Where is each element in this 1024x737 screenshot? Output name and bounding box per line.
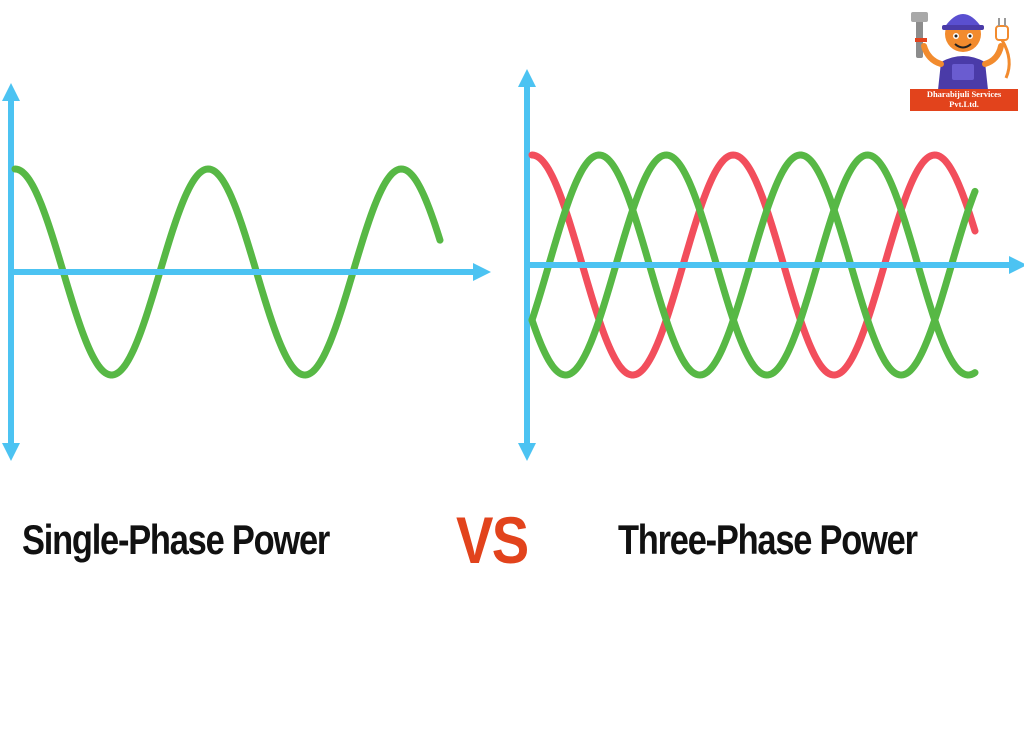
single-phase-wave [11,165,444,379]
logo-company-suffix: Pvt.Ltd. [949,98,979,109]
logo-company-name: Dharabijuli Services [926,89,1002,99]
company-logo: Dharabijuli Services Pvt.Ltd. [906,0,1020,114]
three-phase-wave-green-1 [528,151,979,379]
three-phase-wave-green-2 [528,151,979,379]
vs-label: VS [456,503,529,577]
single-phase-caption: Single-Phase Power [22,516,330,563]
mascot-plumber-electrician-icon [911,12,1011,90]
three-phase-caption: Three-Phase Power [618,516,918,563]
single-phase-diagram [2,83,491,461]
three-phase-diagram [518,69,1024,461]
logo-banner: Dharabijuli Services Pvt.Ltd. [910,89,1018,111]
